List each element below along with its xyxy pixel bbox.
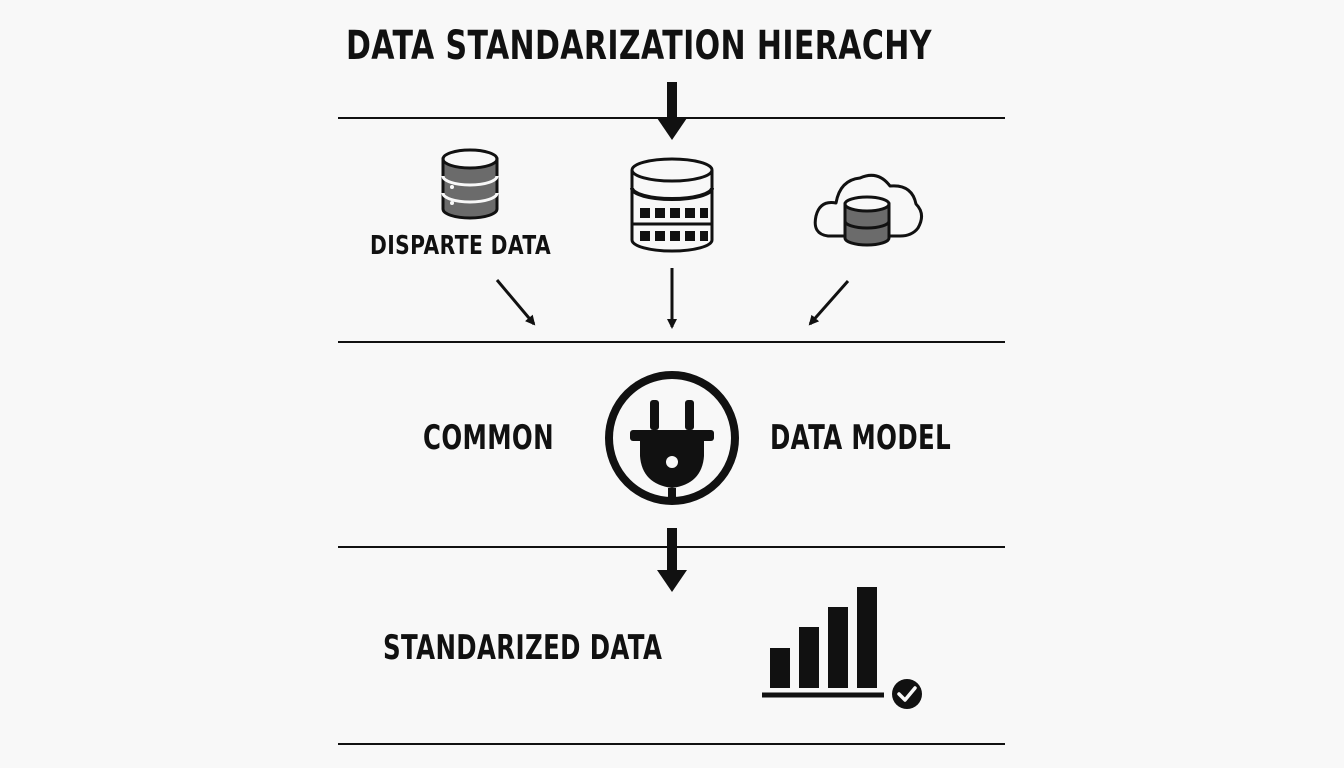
common-label: COMMON [423, 418, 554, 458]
server-database-icon [630, 157, 714, 253]
arrow-left-diagonal [495, 279, 536, 326]
standardized-data-label: STANDARIZED DATA [383, 628, 663, 668]
output-down-arrow [657, 528, 687, 592]
database-stack-icon [441, 148, 499, 220]
data-model-label: DATA MODEL [770, 418, 952, 458]
diagram-title: DATA STANDARIZATION HIERACHY [346, 23, 932, 69]
title-down-arrow [657, 82, 687, 140]
arrow-right-diagonal [808, 280, 850, 326]
cloud-database-icon [813, 173, 923, 247]
plug-icon [605, 371, 739, 505]
disparate-data-label: DISPARTE DATA [370, 231, 552, 261]
bar-chart-check-icon [762, 587, 922, 709]
